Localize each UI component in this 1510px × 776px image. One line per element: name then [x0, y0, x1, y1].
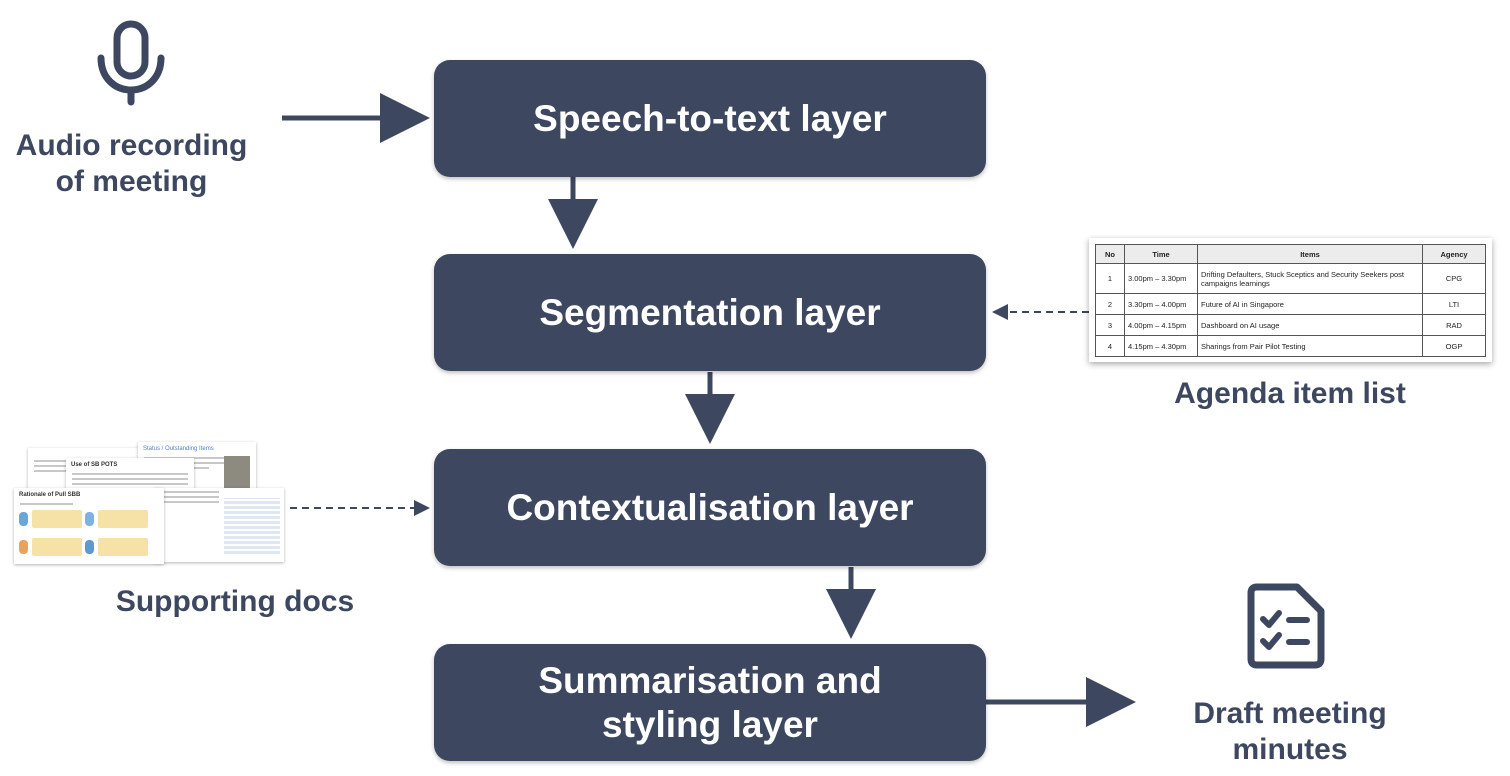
table-row: 1 3.00pm – 3.30pm Drifting Defaulters, S…: [1095, 263, 1486, 294]
table-row: 2 3.30pm – 4.00pm Future of AI in Singap…: [1095, 293, 1486, 315]
speech-to-text-layer: Speech-to-text layer: [434, 60, 986, 177]
agenda-table-preview: No Time Items Agency 1 3.00pm – 3.30pm D…: [1089, 238, 1492, 362]
supporting-docs-preview: Status / Outstanding Items Use of SB POT…: [14, 440, 294, 570]
doc-sheet: Rationale of Pull SBB: [14, 488, 164, 564]
doc-sheet-title: Rationale of Pull SBB: [19, 492, 81, 498]
agenda-col-time: Time: [1124, 244, 1198, 264]
summarisation-styling-layer: Summarisation and styling layer: [434, 644, 986, 761]
checklist-document-icon: [1247, 583, 1325, 669]
draft-meeting-minutes-label: Draft meeting minutes: [1193, 697, 1387, 766]
doc-sheet-title: Status / Outstanding Items: [143, 446, 214, 452]
agenda-item-list-label: Agenda item list: [1174, 377, 1406, 410]
agenda-col-items: Items: [1197, 244, 1423, 264]
table-row: 3 4.00pm – 4.15pm Dashboard on AI usage …: [1095, 314, 1486, 336]
agenda-col-no: No: [1095, 244, 1125, 264]
supporting-docs-label: Supporting docs: [115, 585, 355, 618]
audio-recording-label: Audio recording of meeting: [15, 129, 248, 198]
agenda-col-agency: Agency: [1422, 244, 1486, 264]
contextualisation-layer: Contextualisation layer: [434, 449, 986, 566]
doc-sheet: [154, 488, 284, 562]
microphone-icon: [97, 20, 165, 106]
doc-sheet-title: Use of SB POTS: [71, 462, 118, 468]
table-row: 4 4.15pm – 4.30pm Sharings from Pair Pil…: [1095, 335, 1486, 357]
segmentation-layer: Segmentation layer: [434, 254, 986, 371]
